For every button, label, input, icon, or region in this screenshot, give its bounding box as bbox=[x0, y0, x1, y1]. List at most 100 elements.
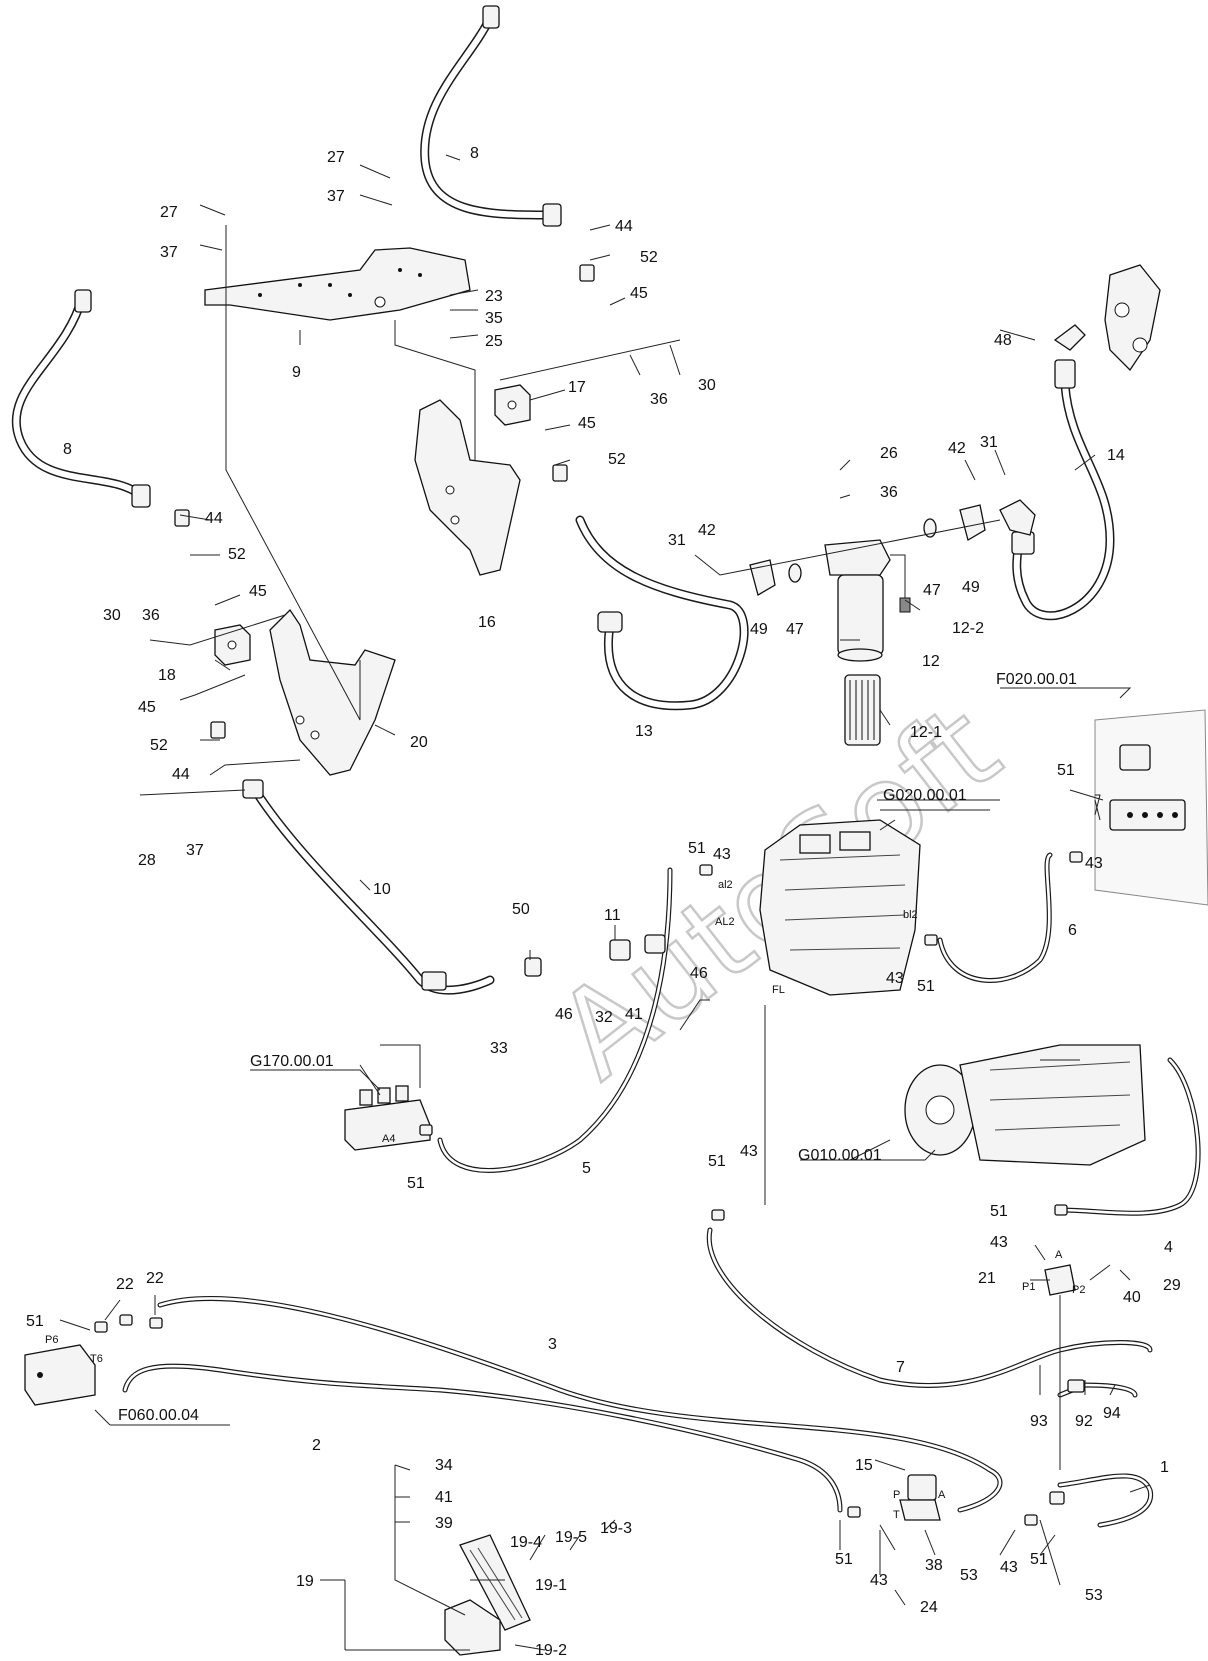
callout: 36 bbox=[880, 484, 898, 501]
callout: 44 bbox=[205, 510, 223, 527]
callout: 3 bbox=[548, 1336, 557, 1353]
hose-6 bbox=[937, 852, 1053, 983]
port-label-FL: FL bbox=[772, 984, 785, 996]
hose-10 bbox=[242, 779, 495, 995]
callout: 30 bbox=[103, 607, 121, 624]
port-label-AL2: AL2 bbox=[715, 916, 735, 928]
callout: 14 bbox=[1107, 447, 1125, 464]
callout: 37 bbox=[186, 842, 204, 859]
callout: 35 bbox=[485, 310, 503, 327]
port-label-T6: T6 bbox=[90, 1353, 103, 1365]
callout: 49 bbox=[750, 621, 768, 638]
control-valve-g020 bbox=[759, 819, 921, 996]
port-label-P-pedal: P bbox=[893, 1489, 900, 1501]
hose-13 bbox=[575, 515, 749, 711]
block-17 bbox=[494, 384, 531, 426]
callout: 49 bbox=[962, 579, 980, 596]
callout: 22 bbox=[146, 1270, 164, 1287]
callout: 31 bbox=[980, 434, 998, 451]
flange-49-right bbox=[959, 504, 986, 541]
callout: 92 bbox=[1075, 1413, 1093, 1430]
mounting-plate-9 bbox=[204, 247, 471, 321]
callout: 43 bbox=[740, 1143, 758, 1160]
callout: 42 bbox=[698, 522, 716, 539]
hose-2 bbox=[122, 1363, 843, 1513]
o-ring-47-left bbox=[788, 563, 802, 583]
filter-12 bbox=[824, 539, 911, 662]
port-label-A-pedal: A bbox=[938, 1489, 946, 1501]
callout: 25 bbox=[485, 333, 503, 350]
callout: 43 bbox=[870, 1572, 888, 1589]
callout: 50 bbox=[512, 901, 530, 918]
bracket-16 bbox=[414, 399, 521, 576]
port-label-P6: P6 bbox=[45, 1334, 58, 1346]
fittings bbox=[94, 264, 1085, 1526]
callout: 51 bbox=[835, 1551, 853, 1568]
callout: 43 bbox=[713, 846, 731, 863]
callout: 27 bbox=[160, 204, 178, 221]
callout: 36 bbox=[142, 607, 160, 624]
callout: 19-3 bbox=[600, 1520, 632, 1537]
callout: 52 bbox=[150, 737, 168, 754]
callout: 52 bbox=[640, 249, 658, 266]
callout: 9 bbox=[292, 364, 301, 381]
callout: 38 bbox=[925, 1557, 943, 1574]
callout: 51 bbox=[1030, 1551, 1048, 1568]
callout: 51 bbox=[917, 978, 935, 995]
callout: 16 bbox=[478, 614, 496, 631]
callout: 51 bbox=[708, 1153, 726, 1170]
callout: 51 bbox=[990, 1203, 1008, 1220]
filter-element-12-1 bbox=[844, 674, 881, 746]
callout: 20 bbox=[410, 734, 428, 751]
assembly-ref-g170: G170.00.01 bbox=[250, 1053, 334, 1070]
callout: 28 bbox=[138, 852, 156, 869]
callout: 42 bbox=[948, 440, 966, 457]
callout: 17 bbox=[568, 379, 586, 396]
callout: 1 bbox=[1160, 1459, 1169, 1476]
callout: 53 bbox=[1085, 1587, 1103, 1604]
callout: 46 bbox=[690, 965, 708, 982]
leader-lines bbox=[59, 154, 1151, 1651]
block-f060 bbox=[24, 1344, 96, 1406]
callout: 19 bbox=[296, 1573, 314, 1590]
callout: 5 bbox=[582, 1160, 591, 1177]
callout: 47 bbox=[786, 621, 804, 638]
callout: 8 bbox=[63, 441, 72, 458]
hydraulic-pump-g010 bbox=[904, 1044, 1146, 1166]
port-label-T-pedal: T bbox=[893, 1509, 900, 1521]
elbow-48 bbox=[1053, 264, 1161, 372]
callout: 41 bbox=[435, 1489, 453, 1506]
callout: 45 bbox=[138, 699, 156, 716]
hose-1 bbox=[1057, 1473, 1154, 1528]
callout: 4 bbox=[1164, 1239, 1173, 1256]
callout: 45 bbox=[249, 583, 267, 600]
assembly-ref-f020: F020.00.01 bbox=[996, 671, 1077, 688]
callout: 19-4 bbox=[510, 1534, 542, 1551]
hose-14 bbox=[1011, 359, 1115, 621]
port-label-al2: al2 bbox=[718, 879, 733, 891]
callout: 43 bbox=[990, 1234, 1008, 1251]
bracket-20 bbox=[269, 608, 396, 776]
callout: 51 bbox=[26, 1313, 44, 1330]
callout: 51 bbox=[1057, 762, 1075, 779]
callout: 93 bbox=[1030, 1413, 1048, 1430]
callout: 52 bbox=[608, 451, 626, 468]
callout: 27 bbox=[327, 149, 345, 166]
assembly-ref-g020: G020.00.01 bbox=[883, 787, 967, 804]
callout: 40 bbox=[1123, 1289, 1141, 1306]
flange-49-left bbox=[749, 559, 776, 596]
callout: 51 bbox=[407, 1175, 425, 1192]
port-label-A-valve: A bbox=[1055, 1249, 1063, 1261]
manifold-f020 bbox=[1094, 709, 1208, 906]
callout: 30 bbox=[698, 377, 716, 394]
callout: 44 bbox=[615, 218, 633, 235]
callout: 18 bbox=[158, 667, 176, 684]
callout: 45 bbox=[630, 285, 648, 302]
block-18 bbox=[214, 624, 251, 666]
callout: 11 bbox=[604, 907, 621, 924]
callout: 6 bbox=[1068, 922, 1077, 939]
callout: 12 bbox=[922, 653, 940, 670]
callout: 8 bbox=[470, 145, 479, 162]
hose-3 bbox=[157, 1295, 1003, 1513]
